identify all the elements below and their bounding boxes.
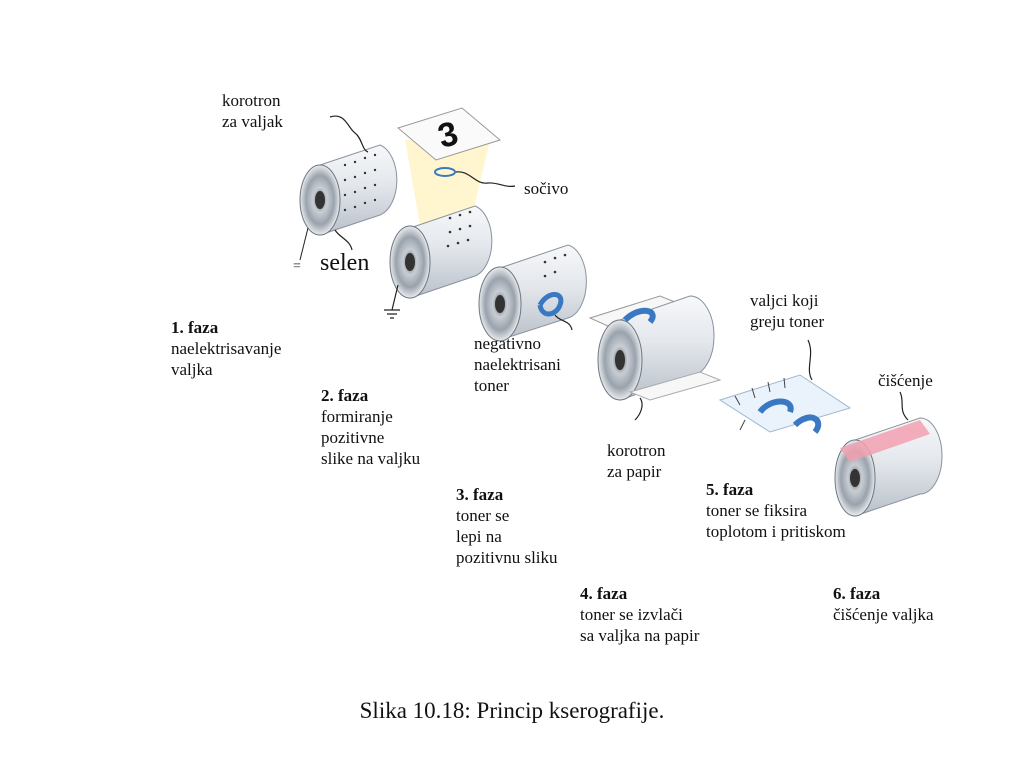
drum-phase-4 [588,295,722,401]
phase-6: 6. faza čišćenje valjka [833,583,934,625]
light-beam [405,140,490,225]
drum-phase-1 [299,144,398,236]
drum-phase-6 [834,417,943,517]
label-line: za papir [607,462,662,481]
paper-sheet-4-bottom [628,371,722,401]
phase-title: 4. faza [580,584,628,603]
phase-title: 2. faza [321,386,369,405]
toner-leader [554,314,573,331]
phase-line: naelektrisavanje [171,339,282,358]
label-socivo: sočivo [524,179,569,198]
ground-wire-2 [384,284,400,319]
phase-line: toner se fiksira [706,501,808,520]
image-sheet: 3 [396,107,502,161]
phase-line: toner se [456,506,510,525]
phase-line: formiranje [321,407,393,426]
ciscenje-leader [899,391,909,421]
label-ciscenje: čišćenje [878,371,933,390]
phase-title: 5. faza [706,480,754,499]
phase-1: 1. faza naelektrisavanje valjka [171,317,281,380]
phase-line: pozitivne [321,428,385,447]
toner-on-drum [537,292,564,317]
label-line: toner [474,376,509,395]
phase-line: sa valjka na papir [580,626,700,645]
phase-line: lepi na [456,527,502,546]
label-korotron-valjak: korotron za valjak [222,90,283,132]
phase-line: valjka [171,360,213,379]
label-line: korotron [607,441,666,460]
label-line: za valjak [222,112,283,131]
valjci-leader [807,339,813,381]
lens [434,167,456,177]
drum-phase-3 [478,244,587,342]
phase-line: pozitivnu sliku [456,548,558,567]
phase-line: slike na valjku [321,449,421,468]
selen-leader [334,229,353,251]
label-line: valjci koji [750,291,819,310]
label-line: korotron [222,91,281,110]
korotron-papir-leader [634,397,643,421]
lens-leader [455,171,516,188]
label-selen: selen [320,250,370,276]
label-line: naelektrisani [474,355,561,374]
phase-4: 4. faza toner se izvlači sa valjka na pa… [580,583,699,646]
phase-2: 2. faza formiranje pozitivne slike na va… [321,385,420,469]
phase-line: toner se izvlači [580,605,683,624]
cleaning-blade [840,420,930,462]
ground-wire-1 [299,227,309,261]
label-line: negativno [474,334,542,353]
phase-title: 3. faza [456,485,504,504]
fuser-phase-5 [718,374,852,434]
phase-line: čišćenje valjka [833,605,934,624]
phase-3: 3. faza toner se lepi na pozitivnu sliku [456,484,558,568]
phase-5: 5. faza toner se fiksira toplotom i prit… [706,479,846,542]
korotron-valjak-leader [329,115,369,153]
drum-phase-2 [389,205,493,299]
figure-caption: Slika 10.18: Princip kserografije. [359,698,665,723]
label-line: greju toner [750,312,825,331]
phase-title: 6. faza [833,584,881,603]
ground-mark: = [293,259,301,274]
phase-line: toplotom i pritiskom [706,522,846,541]
label-negativno-toner: negativno naelektrisani toner [474,333,561,396]
label-korotron-papir: korotron za papir [607,440,666,482]
phase-title: 1. faza [171,318,219,337]
label-valjci-greju: valjci koji greju toner [750,290,824,332]
